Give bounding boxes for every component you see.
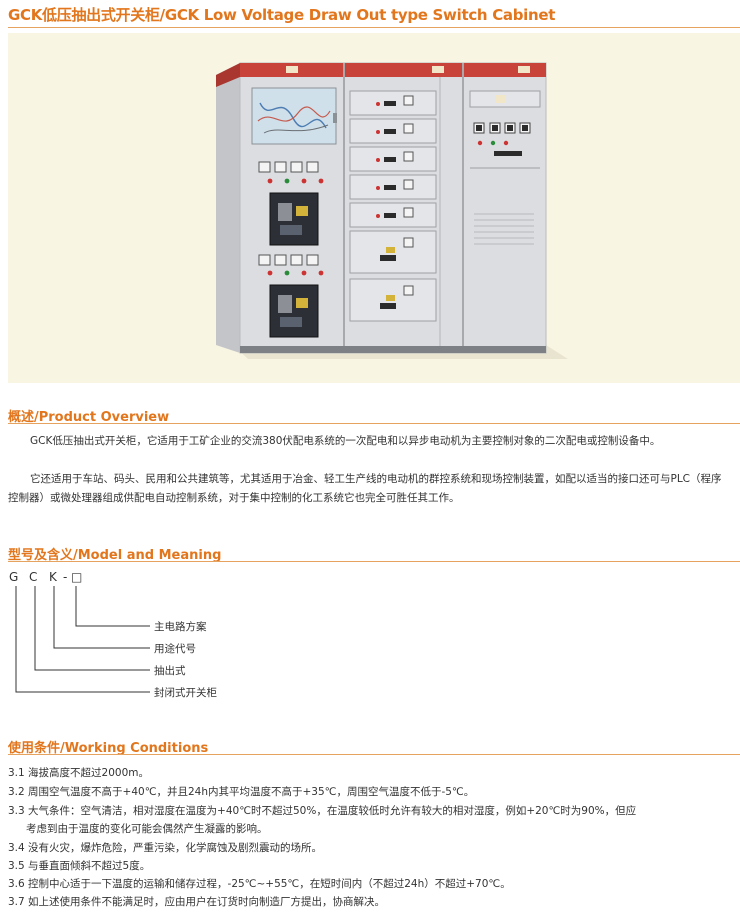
left-nameplate [286,66,298,73]
meaning-usage-code: 用途代号 [154,643,196,655]
meaning-draw-out: 抽出式 [154,665,186,677]
model-heading: 型号及含义/Model and Meaning [8,548,222,563]
condition-item: 3.6 控制中心适于一下温度的运输和储存过程，-25℃~+55℃，在短时间内（不… [8,878,511,890]
model-code-c: C [29,570,38,584]
meaning-enclosed-cabinet: 封闭式开关柜 [154,687,217,699]
product-image-panel [8,33,740,383]
overview-paragraph-2: 它还适用于车站、码头、民用和公共建筑等，尤其适用于冶金、轻工生产线的电动机的群控… [8,473,722,504]
model-code-k: K [49,570,57,584]
condition-item-continued: 考虑到由于温度的变化可能会偶然产生凝露的影响。 [26,823,268,835]
condition-item: 3.2 周围空气温度不高于+40℃，并且24h内其平均温度不高于+35℃，周围空… [8,786,475,798]
meaning-main-circuit: 主电路方案 [154,621,207,633]
condition-item: 3.4 没有火灾，爆炸危险，严重污染，化学腐蚀及剧烈震动的场所。 [8,842,323,854]
condition-item: 3.7 如上述使用条件不能满足时，应由用户在订货时向制造厂方提出，协商解决。 [8,896,386,908]
conditions-heading: 使用条件/Working Conditions [8,741,209,756]
condition-item: 3.1 海拔高度不超过2000m。 [8,767,149,779]
condition-item: 3.5 与垂直面倾斜不超过5度。 [8,860,151,872]
overview-paragraph-1: GCK低压抽出式开关柜，它适用于工矿企业的交流380伏配电系统的一次配电和以异步… [30,435,661,447]
model-code-box: □ [71,570,83,584]
model-divider [8,561,740,562]
overview-divider [8,423,740,424]
condition-item: 3.3 大气条件：空气清洁，相对湿度在温度为+40℃时不超过50%，在温度较低时… [8,805,637,817]
conditions-divider [8,754,740,755]
model-code-g: G [9,570,19,584]
switch-cabinet-illustration [216,62,568,359]
page-title: GCK低压抽出式开关柜/GCK Low Voltage Draw Out typ… [8,6,556,24]
model-code-dash: - [63,570,68,584]
overview-heading: 概述/Product Overview [8,410,170,425]
title-divider [8,27,740,28]
